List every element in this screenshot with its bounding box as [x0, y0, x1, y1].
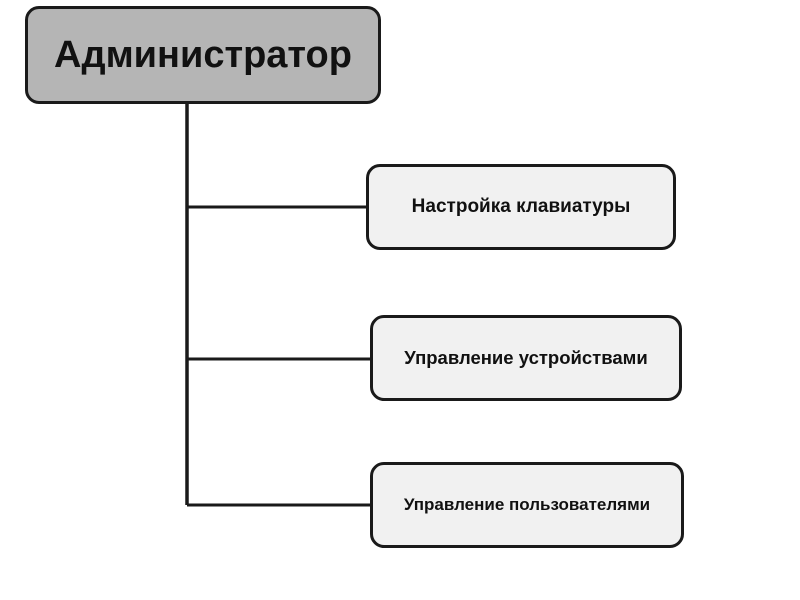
child-node-user-management: Управление пользователями — [370, 462, 684, 548]
child-node-label: Настройка клавиатуры — [411, 196, 631, 217]
child-node-label: Управление пользователями — [403, 495, 651, 514]
root-node-label: Администратор — [54, 33, 352, 76]
child-node-keyboard-settings: Настройка клавиатуры — [366, 164, 676, 250]
child-node-label: Управление устройствами — [404, 347, 648, 368]
root-node-administrator: Администратор — [25, 6, 381, 104]
child-node-device-management: Управление устройствами — [370, 315, 682, 401]
